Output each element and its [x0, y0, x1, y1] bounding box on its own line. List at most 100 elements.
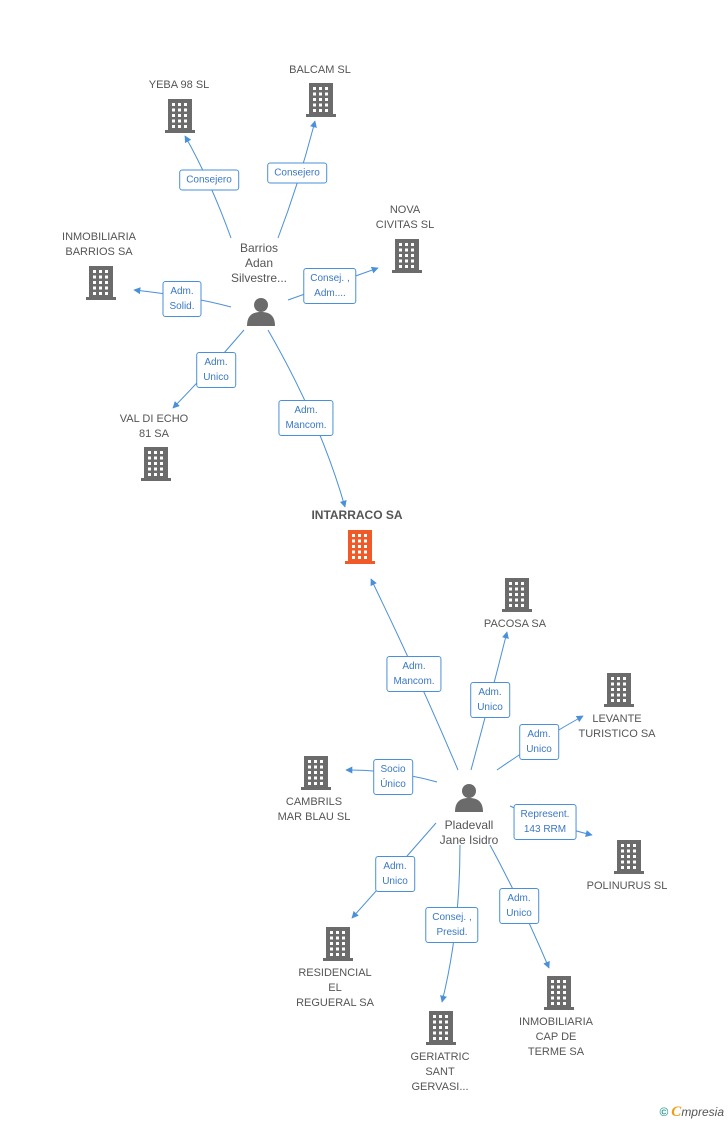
- footer-brand: ©Cmpresia: [659, 1104, 724, 1121]
- edge-role-label: Adm. Mancom.: [386, 656, 442, 692]
- company-name-levante-line: TURISTICO SA: [578, 728, 656, 740]
- company-name-polinurus-line: POLINURUS SL: [586, 880, 668, 892]
- company-building-icon[interactable]: [426, 1011, 456, 1045]
- brand-initial: C: [671, 1104, 682, 1120]
- company-name-levante-line: LEVANTE: [592, 713, 642, 725]
- edge-role-label: Adm. Unico: [375, 856, 415, 892]
- company-building-icon[interactable]: [502, 578, 532, 612]
- company-name-yeba-line: YEBA 98 SL: [148, 79, 210, 91]
- company-name-residencial: RESIDENCIAL EL REGUERAL SA: [296, 966, 374, 1011]
- company-name-residencial-line: RESIDENCIAL: [298, 967, 372, 979]
- company-building-icon[interactable]: [301, 756, 331, 790]
- edge-role-label-line: Presid.: [436, 927, 468, 938]
- company-building-icon[interactable]: [544, 976, 574, 1010]
- company-name-valdiecho-line: VAL DI ECHO: [119, 413, 189, 425]
- brand-name: mpresia: [681, 1105, 724, 1119]
- company-name-nova-line: NOVA: [389, 204, 421, 216]
- edge-role-label-line: Adm.: [507, 893, 531, 904]
- company-name-geriatric-line: GERIATRIC: [410, 1051, 470, 1063]
- person-icon[interactable]: [455, 784, 483, 812]
- company-name-valdiecho: VAL DI ECHO 81 SA: [120, 412, 188, 442]
- edge-role-label: Adm. Unico: [196, 352, 236, 388]
- edge-role-label-line: Consej. ,: [432, 912, 472, 923]
- person-name-barrios-line: Silvestre...: [230, 271, 288, 285]
- company-name-inmobarrios: INMOBILIARIA BARRIOS SA: [62, 230, 136, 260]
- company-name-inmobarrios-line: INMOBILIARIA: [62, 231, 136, 243]
- edge-role-label-line: Adm.: [204, 357, 228, 368]
- person-name-pladevall-line: Jane Isidro: [439, 833, 499, 847]
- company-name-nova-line: CIVITAS SL: [375, 219, 435, 231]
- center-company-name[interactable]: INTARRACO SA: [311, 508, 403, 522]
- edge-role-label-line: Único: [380, 779, 406, 790]
- edge-role-label-line: Consej. ,: [310, 273, 350, 284]
- edge-role-label-line: Adm.: [402, 661, 426, 672]
- edge-role-label: Consej. , Adm....: [303, 268, 357, 304]
- person-name-pladevall-line: Pladevall: [444, 818, 494, 832]
- center-company-building-icon[interactable]: [345, 530, 375, 564]
- company-name-residencial-line: REGUERAL SA: [296, 997, 374, 1009]
- edge-role-label-line: Socio: [380, 764, 406, 775]
- edge-role-label-line: Unico: [382, 876, 408, 887]
- company-name-levante: LEVANTE TURISTICO SA: [578, 712, 655, 742]
- company-building-icon[interactable]: [392, 239, 422, 273]
- company-building-icon[interactable]: [306, 83, 336, 117]
- edge-role-label-line: Unico: [203, 372, 229, 383]
- edge-role-label-line: Represent.: [520, 809, 570, 820]
- company-name-polinurus: POLINURUS SL: [587, 879, 668, 894]
- company-building-icon[interactable]: [323, 927, 353, 961]
- company-name-pacosa-line: PACOSA SA: [483, 618, 547, 630]
- company-name-cambrils: CAMBRILS MAR BLAU SL: [278, 795, 351, 825]
- person-name-barrios-line: Adan: [244, 256, 274, 270]
- edge-role-label-line: Solid.: [169, 301, 195, 312]
- edge-role-label: Adm. Unico: [499, 888, 539, 924]
- person-name-barrios-line: Barrios: [239, 241, 279, 255]
- edge-role-label: Adm. Solid.: [162, 281, 202, 317]
- company-building-icon[interactable]: [86, 266, 116, 300]
- edge-role-label: Adm. Unico: [519, 724, 559, 760]
- company-name-balcam-line: BALCAM SL: [289, 64, 351, 76]
- person-icon[interactable]: [247, 298, 275, 326]
- edge-role-label: Consejero: [179, 169, 239, 191]
- edge-role-label-line: Consejero: [186, 174, 232, 186]
- company-name-geriatric-line: SANT: [425, 1066, 455, 1078]
- company-name-yeba: YEBA 98 SL: [149, 78, 210, 93]
- edge-role-label: Consej. , Presid.: [425, 907, 479, 943]
- company-name-inmocap-line: CAP DE: [535, 1031, 577, 1043]
- edge-role-label-line: Mancom.: [393, 676, 435, 687]
- company-name-inmocap-line: TERME SA: [527, 1046, 585, 1058]
- edge-role-label: Consejero: [267, 162, 327, 184]
- edge-role-label-line: Unico: [526, 744, 552, 755]
- company-name-cambrils-line: MAR BLAU SL: [277, 811, 351, 823]
- company-name-cambrils-line: CAMBRILS: [285, 796, 343, 808]
- edge-role-label-line: Unico: [477, 702, 503, 713]
- edge-role-label-line: Adm....: [314, 288, 346, 299]
- company-building-icon[interactable]: [141, 447, 171, 481]
- company-name-nova: NOVA CIVITAS SL: [376, 203, 434, 233]
- edge-role-label-line: Mancom.: [285, 420, 327, 431]
- company-name-balcam: BALCAM SL: [289, 63, 351, 78]
- edge-role-label-line: Adm.: [383, 861, 407, 872]
- edge-role-label-line: Adm.: [170, 286, 194, 297]
- edge-role-label-line: Adm.: [527, 729, 551, 740]
- company-building-icon[interactable]: [165, 99, 195, 133]
- company-name-inmocap-line: INMOBILIARIA: [519, 1016, 593, 1028]
- edge-role-label: Adm. Unico: [470, 682, 510, 718]
- edge-role-label-line: 143 RRM: [523, 824, 567, 835]
- company-name-inmocap: INMOBILIARIA CAP DE TERME SA: [519, 1015, 593, 1060]
- edge-role-label: Represent. 143 RRM: [513, 804, 577, 840]
- company-name-residencial-line: EL: [328, 982, 342, 994]
- company-building-icon[interactable]: [614, 840, 644, 874]
- company-name-pacosa: PACOSA SA: [484, 617, 546, 632]
- edge-role-label-line: Consejero: [274, 167, 320, 179]
- company-name-valdiecho-line: 81 SA: [139, 428, 169, 440]
- company-building-icon[interactable]: [604, 673, 634, 707]
- edge-role-label-line: Adm.: [478, 687, 502, 698]
- edge-role-label-line: Unico: [506, 908, 532, 919]
- edge-role-label-line: Adm.: [294, 405, 318, 416]
- company-name-inmobarrios-line: BARRIOS SA: [65, 246, 133, 258]
